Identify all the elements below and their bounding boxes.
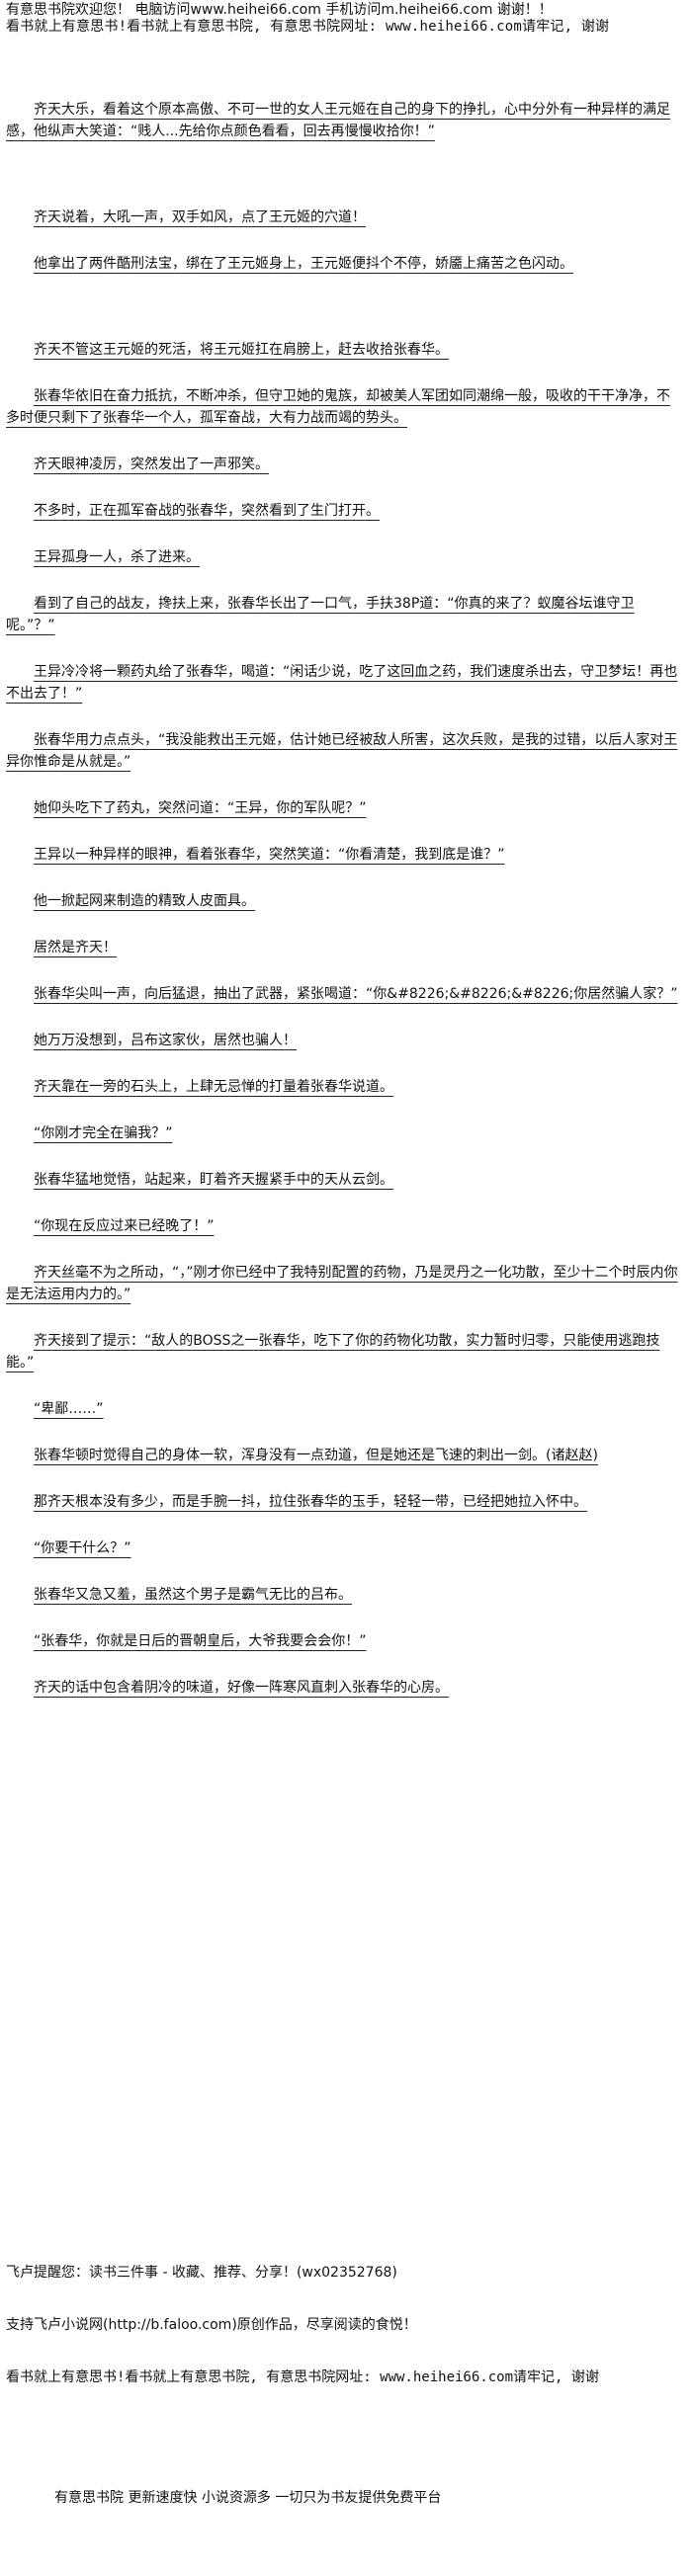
chapter-content: 齐天大乐，看着这个原本高傲、不可一世的女人王元姬在自己的身下的挣扎，心中分外有一… <box>6 99 682 1723</box>
paragraph: “张春华，你就是日后的晋朝皇后，大爷我要会会你！” <box>34 1633 367 1649</box>
feilu-reminder: 飞卢提醒您：读书三件事 - 收藏、推荐、分享！(wx02352768) <box>6 2265 397 2281</box>
header-site-line: 看书就上有意思书!看书就上有意思书院, 有意思书院网址: www.heihei6… <box>6 19 610 35</box>
paragraph: 齐天丝毫不为之所动，“，”刚才你已经中了我特别配置的药物，乃是灵丹之一化功散，至… <box>6 1265 678 1302</box>
paragraph: 张春华顿时觉得自己的身体一软，浑身没有一点劲道，但是她还是飞速的刺出一剑。(诸赵… <box>34 1448 598 1463</box>
paragraph: 看到了自己的战友，搀扶上来，张春华长出了一口气，手扶38P道：“你真的来了？蚁魔… <box>6 596 635 633</box>
paragraph: “卑鄙……” <box>34 1401 104 1417</box>
paragraph: 齐天的话中包含着阴冷的味道，好像一阵寒风直刺入张春华的心房。 <box>34 1680 449 1696</box>
paragraph: 居然是齐天！ <box>34 940 117 956</box>
paragraph: 齐天说着，大吼一声，双手如风，点了王元姬的穴道！ <box>34 209 366 225</box>
paragraph: 齐天不管这王元姬的死活，将王元姬扛在肩膀上，赶去收拾张春华。 <box>34 342 449 358</box>
paragraph: 不多时，正在孤军奋战的张春华，突然看到了生门打开。 <box>34 503 380 519</box>
feilu-support-link[interactable]: 支持飞卢小说网(http://b.faloo.com)原创作品，尽享阅读的食悦！ <box>6 2317 417 2333</box>
paragraph: “你要干什么？” <box>34 1540 131 1556</box>
paragraph: 齐天眼神凌厉，突然发出了一声邪笑。 <box>34 457 269 472</box>
paragraph: 张春华依旧在奋力抵抗，不断冲杀，但守卫她的鬼族，却被美人军团如同潮绵一般，吸收的… <box>6 388 670 426</box>
paragraph: 张春华用力点点头，“我没能救出王元姬，估计她已经被敌人所害，这次兵败，是我的过错… <box>6 732 678 770</box>
paragraph: 齐天大乐，看着这个原本高傲、不可一世的女人王元姬在自己的身下的挣扎，心中分外有一… <box>6 102 670 139</box>
paragraph: 他拿出了两件酷刑法宝，绑在了王元姬身上，王元姬便抖个不停，娇靥上痛苦之色闪动。 <box>34 256 573 272</box>
promo-tagline: 有意思书院 更新速度快 小说资源多 一切只为书友提供免费平台 <box>54 2490 442 2506</box>
paragraph: 她万万没想到，吕布这家伙，居然也骗人！ <box>34 1033 297 1048</box>
paragraph: 张春华又急又羞，虽然这个男子是霸气无比的吕布。 <box>34 1587 352 1603</box>
paragraph: 她仰头吃下了药丸，突然问道：“王异，你的军队呢？” <box>34 800 367 816</box>
paragraph: 那齐天根本没有多少，而是手腕一抖，拉住张春华的玉手，轻轻一带，已经把她拉入怀中。 <box>34 1494 587 1510</box>
footer-site-line: 看书就上有意思书!看书就上有意思书院, 有意思书院网址: www.heihei6… <box>6 2369 599 2385</box>
paragraph: 他一掀起网来制造的精致人皮面具。 <box>34 893 255 909</box>
paragraph: 王异孤身一人，杀了进来。 <box>34 549 200 565</box>
paragraph: 王异以一种异样的眼神，看着张春华，突然笑道：“你看清楚，我到底是谁？” <box>34 847 505 863</box>
paragraph: “你刚才完全在骗我？” <box>34 1125 173 1141</box>
header-welcome-line: 有意思书院欢迎您！ 电脑访问www.heihei66.com 手机访问m.hei… <box>6 2 553 18</box>
paragraph: 张春华猛地觉悟，站起来，盯着齐天握紧手中的天从云剑。 <box>34 1172 393 1188</box>
paragraph: 齐天靠在一旁的石头上，上肆无忌惮的打量着张春华说道。 <box>34 1079 393 1095</box>
paragraph: 张春华尖叫一声，向后猛退，抽出了武器，紧张喝道：“你&#8226;&#8226;… <box>34 986 678 1002</box>
paragraph: 齐天接到了提示：“敌人的BOSS之一张春华，吃下了你的药物化功散，实力暂时归零，… <box>6 1333 660 1371</box>
paragraph: “你现在反应过来已经晚了！” <box>34 1218 215 1234</box>
paragraph: 王异冷冷将一颗药丸给了张春华，喝道：“闲话少说，吃了这回血之药，我们速度杀出去，… <box>6 664 678 702</box>
site-header: 有意思书院欢迎您！ 电脑访问www.heihei66.com 手机访问m.hei… <box>6 2 692 36</box>
